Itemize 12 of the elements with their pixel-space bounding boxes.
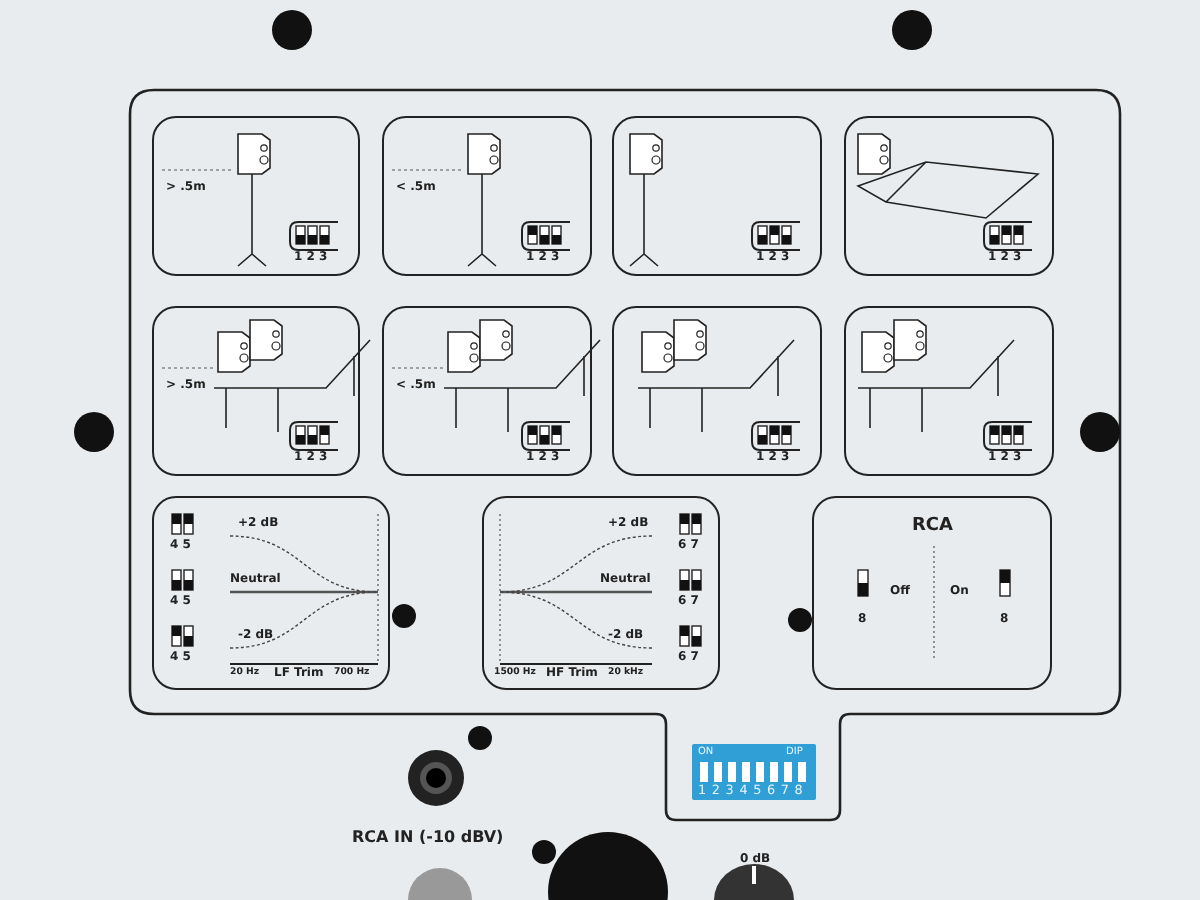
section-heading: RCA [912,518,954,536]
hf-trim-panel [482,496,720,690]
lf-trim-panel [152,496,390,690]
placement-panel [612,116,822,276]
placement-panel [612,306,822,476]
rca-panel [812,496,1052,690]
placement-panel [152,116,360,276]
dip-switch-block [692,744,816,800]
placement-panel [844,306,1054,476]
input-label: RCA IN (-10 dBV) [352,830,504,846]
placement-panel [382,116,592,276]
placement-panel [844,116,1054,276]
